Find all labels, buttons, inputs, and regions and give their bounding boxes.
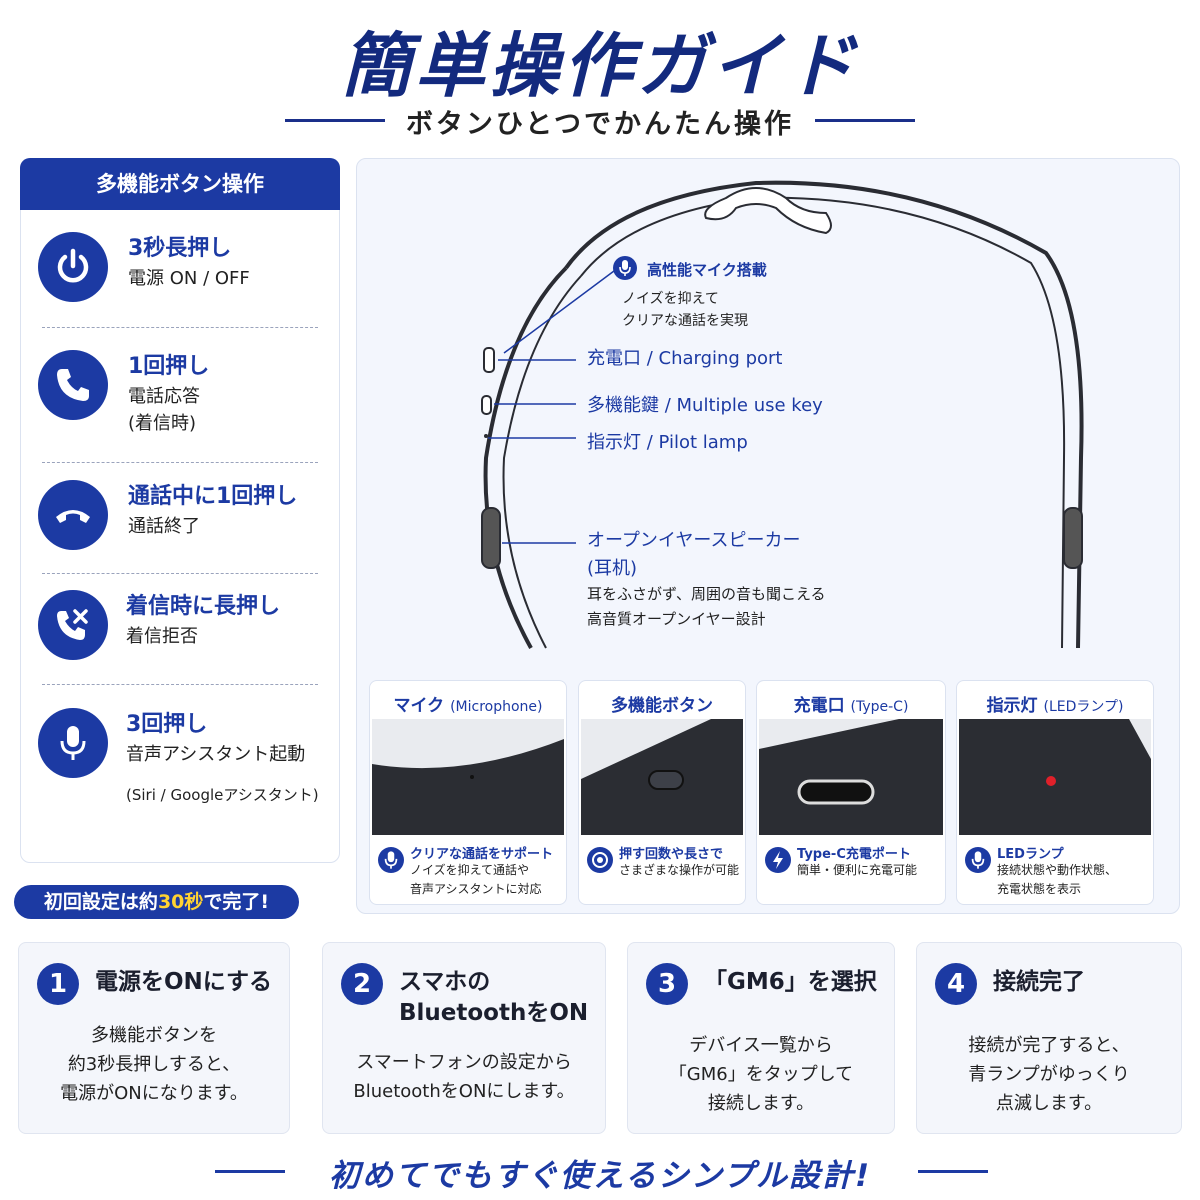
operation-action: 通話中に1回押し [128,484,298,509]
card-pilot-lamp: 指示灯 (LEDランプ) LEDランプ 接続状態や動作状態、 充電状態を表示 [956,680,1154,905]
divider [42,462,318,463]
step-number: 4 [935,963,977,1005]
step-title: スマホの BluetoothをON [399,969,589,1026]
step-title: 電源をONにする [95,969,273,995]
badge-suffix: で完了! [203,891,270,913]
speaker-label: オープンイヤースピーカー [587,530,801,551]
setup-step-2: 2 スマホの BluetoothをON スマートフォンの設定から Bluetoo… [322,942,606,1134]
operation-result: 電源 ON / OFF [128,268,250,289]
power-icon [38,232,108,302]
page-title: 簡単操作ガイド [341,25,859,107]
footer-line-right [918,1170,988,1173]
operation-result: 着信拒否 [126,626,198,647]
divider [42,327,318,328]
led-lamp-photo [959,719,1151,835]
operation-end-call: 通話中に1回押し 通話終了 [38,480,328,580]
charging-port-photo [759,719,943,835]
card-feature-name: LEDランプ [997,847,1064,862]
card-feature-desc: ノイズを抑えて通話や 音声アシスタントに対応 [410,863,542,896]
setup-time-badge: 初回設定は約30秒で完了! [14,885,299,919]
operation-action: 3秒長押し [128,236,232,261]
button-icon [587,847,613,873]
operation-result: 音声アシスタント起動 [126,744,306,765]
badge-highlight: 30秒 [157,891,204,913]
microphone-icon [378,847,404,873]
operation-note: (Siri / Googleアシスタント) [126,786,319,804]
microphone-icon [38,708,108,778]
divider [42,684,318,685]
card-feature-name: クリアな通話をサポート [410,847,554,862]
card-feature-desc: 接続状態や動作状態、 充電状態を表示 [997,863,1118,896]
card-title: 充電口 (Type-C) [793,696,909,716]
step-desc: デバイス一覧から 「GM6」をタップして 接続します。 [668,1035,854,1114]
operation-answer-call: 1回押し 電話応答 (着信時) [38,350,328,450]
pilot-lamp-label: 指示灯 / Pilot lamp [587,432,748,453]
divider [42,573,318,574]
step-number: 1 [37,963,79,1005]
step-title: 「GM6」を選択 [704,969,877,995]
card-charging-port: 充電口 (Type-C) Type-C充電ポート 簡単・便利に充電可能 [756,680,946,905]
multi-button-panel-title: 多機能ボタン操作 [20,158,340,210]
microphone-icon [965,847,991,873]
step-desc: 接続が完了すると、 青ランプがゆっくり 点滅します。 [968,1035,1130,1114]
button-photo [581,719,743,835]
operation-action: 3回押し [126,712,208,737]
mic-feature-title: 高性能マイク搭載 [647,261,767,279]
operation-power: 3秒長押し 電源 ON / OFF [38,232,328,332]
step-number: 3 [646,963,688,1005]
operation-voice-assistant: 3回押し 音声アシスタント起動 (Siri / Googleアシスタント) [38,708,328,808]
speaker-sub-label: (耳机) [587,558,638,579]
step-title: 接続完了 [993,969,1085,995]
operation-action: 1回押し [128,354,210,379]
step-desc: スマートフォンの設定から BluetoothをONにします。 [353,1052,575,1102]
operation-result: 通話終了 [128,516,200,537]
setup-step-4: 4 接続完了 接続が完了すると、 青ランプがゆっくり 点滅します。 [916,942,1182,1134]
card-multi-button: 多機能ボタン 押す回数や長さで さまざまな操作が可能 [578,680,746,905]
phone-icon [38,350,108,420]
operation-reject-call: 着信時に長押し 着信拒否 [38,590,328,690]
lightning-icon [765,847,791,873]
footer-line-left [215,1170,285,1173]
multi-key-label: 多機能鍵 / Multiple use key [587,395,823,416]
card-feature-desc: 簡単・便利に充電可能 [797,863,918,877]
setup-step-1: 1 電源をONにする 多機能ボタンを 約3秒長押しすると、 電源がONになります… [18,942,290,1134]
card-title: 指示灯 (LEDランプ) [986,696,1124,716]
microphone-icon [613,256,637,280]
step-desc: 多機能ボタンを 約3秒長押しすると、 電源がONになります。 [60,1025,248,1104]
card-feature-name: 押す回数や長さで [619,847,724,862]
step-number: 2 [341,963,383,1005]
badge-prefix: 初回設定は約 [43,891,158,913]
subtitle-line-left [285,119,385,122]
microphone-photo [372,719,564,835]
hang-up-icon [38,480,108,550]
operation-action: 着信時に長押し [126,594,281,619]
mic-feature-desc: ノイズを抑えて クリアな通話を実現 [622,291,748,329]
speaker-desc: 耳をふさがず、周囲の音も聞こえる 高音質オープンイヤー設計 [587,585,826,628]
glasses-illustration [481,180,1084,649]
footer-tagline: 初めてでもすぐ使えるシンプル設計! [328,1158,872,1194]
card-feature-desc: さまざまな操作が可能 [619,863,740,877]
card-title: マイク (Microphone) [393,696,543,716]
subtitle-line-right [815,119,915,122]
call-reject-icon [38,590,108,660]
card-microphone: マイク (Microphone) クリアな通話をサポート ノイズを抑えて通話や … [369,680,567,905]
card-feature-name: Type-C充電ポート [797,847,911,862]
setup-step-3: 3 「GM6」を選択 デバイス一覧から 「GM6」をタップして 接続します。 [627,942,895,1134]
card-title: 多機能ボタン [611,696,713,716]
page-subtitle: ボタンひとつでかんたん操作 [405,109,795,140]
charging-port-label: 充電口 / Charging port [587,348,783,369]
operation-result: 電話応答 (着信時) [128,386,200,434]
